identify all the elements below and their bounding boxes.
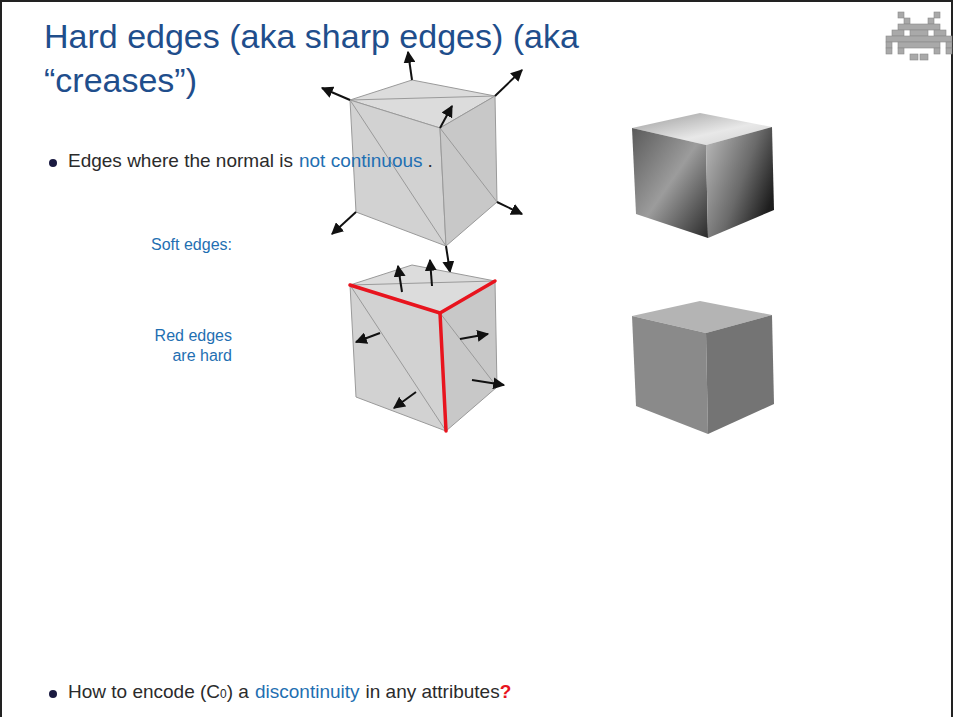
bullet-text: ? [500, 681, 512, 703]
slide-title: Hard edges (aka sharp edges) (aka “creas… [44, 14, 584, 102]
bullet-line: Edges where the normal is not continuous. [68, 150, 433, 172]
bullet-text: Edges where the normal is [68, 150, 293, 172]
invader-icon [886, 12, 952, 60]
bullet-line: How to encode (C0) a discontinuity in any … [68, 681, 511, 703]
subscript-text: 0 [220, 687, 227, 701]
hard-edges [350, 281, 495, 431]
smooth-shaded-cube [632, 113, 774, 238]
bullet-dot [49, 690, 57, 698]
bullet-text: in any attributes [366, 681, 500, 703]
figure-label: Red edges are hard [136, 326, 232, 366]
bullet-text: . [428, 150, 433, 172]
bullet-dot [49, 159, 57, 167]
flat-shaded-cube [632, 301, 774, 434]
bullet-text: ) a [227, 681, 249, 703]
hard-cube-mesh [350, 265, 497, 431]
figure-label: Soft edges: [122, 235, 232, 255]
bullet-text: How to encode (C [68, 681, 220, 703]
bullet-text: not continuous [299, 150, 423, 172]
bullet-text: discontinuity [255, 681, 360, 703]
face-normals [356, 260, 504, 408]
